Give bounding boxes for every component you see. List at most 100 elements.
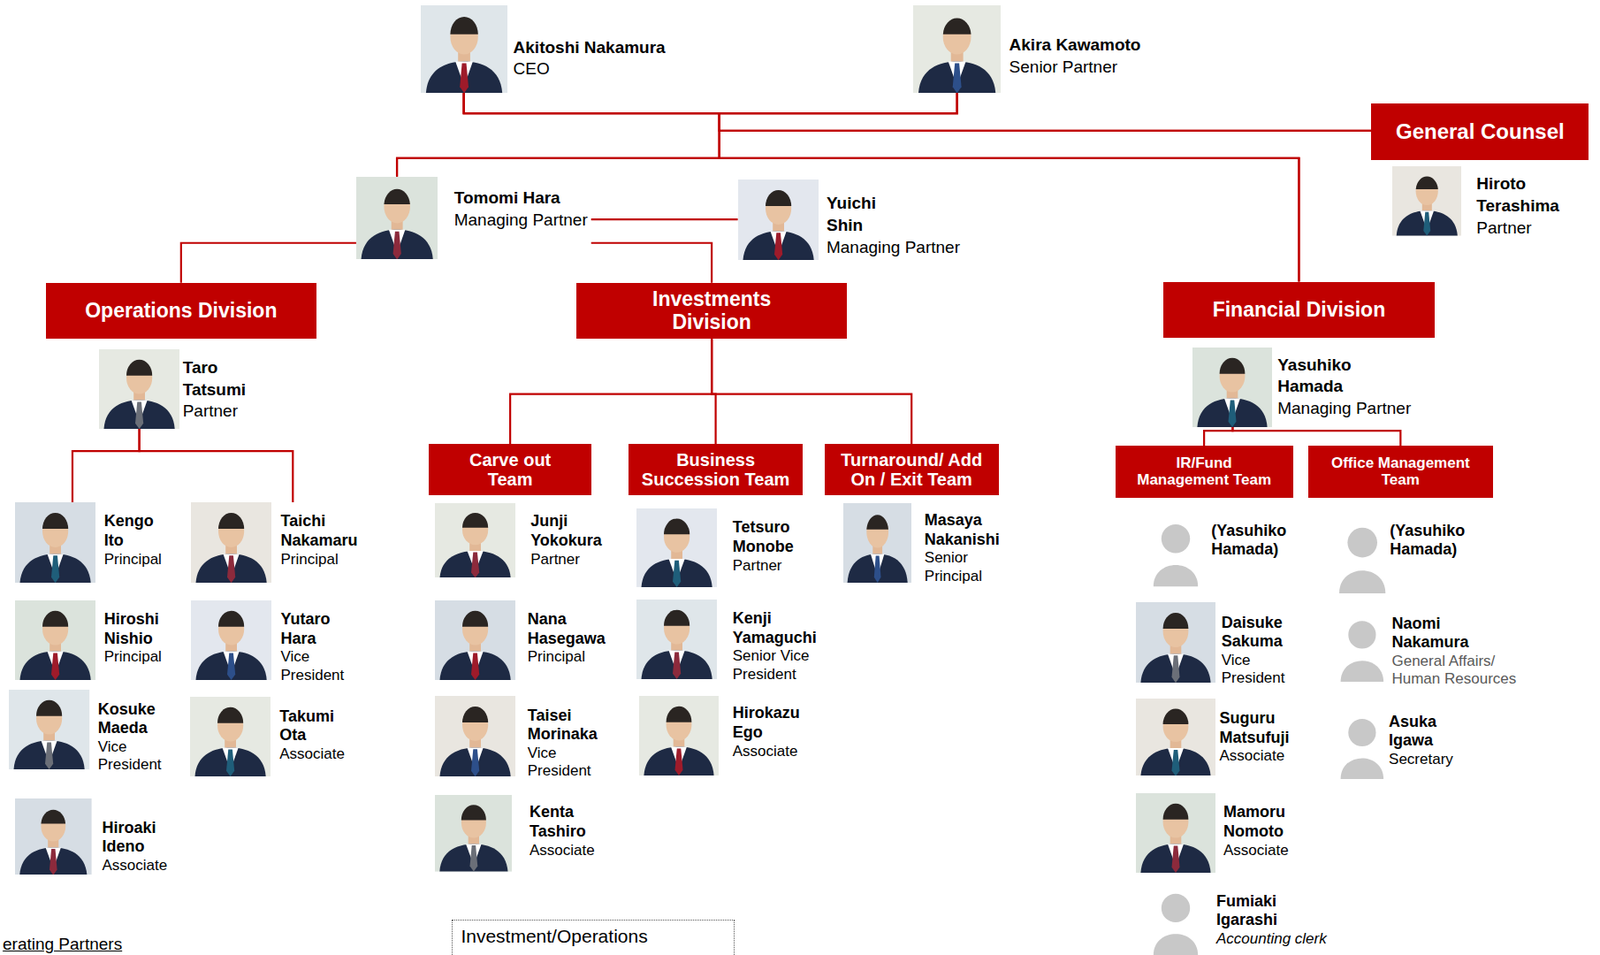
- photo-hair: [462, 512, 488, 528]
- photo-tie: [227, 652, 236, 680]
- portrait-photo: [190, 696, 271, 777]
- photo-tie: [392, 230, 401, 260]
- photo-hair: [462, 609, 488, 626]
- person-title: Vice President: [1221, 651, 1286, 688]
- person-title: Principal: [104, 647, 162, 666]
- person-name: Taisei Morinaka: [527, 706, 598, 745]
- person-card: Hiroaki IdenoAssociate: [15, 798, 171, 876]
- person-card: Akitoshi NakamuraCEO: [420, 5, 670, 93]
- person-card: Yuichi ShinManaging Partner: [738, 179, 964, 260]
- photo-hair: [1415, 176, 1438, 190]
- photo-suit: [1140, 747, 1211, 777]
- person-name: (Yasuhiko Hamada): [1211, 521, 1287, 560]
- org-connector: [1203, 426, 1233, 447]
- person-title: Principal: [280, 550, 358, 569]
- photo-background: [636, 599, 717, 679]
- photo-suit: [1395, 210, 1457, 236]
- person-card: (Yasuhiko Hamada): [1334, 520, 1469, 594]
- placeholder-avatar: [1336, 712, 1388, 779]
- photo-background: [356, 176, 438, 260]
- person-card: Fumiaki IgarashiAccounting clerk: [1149, 887, 1331, 955]
- photo-tie: [873, 555, 881, 583]
- photo-tie: [1423, 212, 1431, 237]
- photo-hair: [663, 518, 690, 534]
- box-label: Turnaround/ Add On / Exit Team: [830, 449, 994, 489]
- box-label: Financial Division: [1212, 298, 1387, 321]
- person-card: Taro TatsumiPartner: [99, 349, 250, 429]
- division-box: Financial Division: [1163, 281, 1435, 339]
- section-label: erating Partners: [2, 934, 122, 954]
- person-card: Kenta TashiroAssociate: [434, 794, 599, 872]
- box-label: Operations Division: [84, 299, 277, 322]
- photo-suit: [19, 846, 87, 875]
- photo-tie: [135, 401, 144, 429]
- person-card: Nana HasegawaPrincipal: [434, 600, 610, 680]
- photo-hair: [1162, 612, 1189, 629]
- photo-tie: [674, 748, 683, 777]
- note-label: Investment/Operations: [460, 924, 726, 947]
- photo-tie: [459, 62, 469, 93]
- org-connector: [181, 243, 357, 283]
- box-label: Carve out Team: [461, 449, 559, 489]
- photo-tie: [227, 555, 236, 583]
- photo-hair: [218, 609, 244, 626]
- counsel-box: General Counsel: [1371, 103, 1589, 161]
- person-card: Daisuke SakumaVice President: [1135, 601, 1289, 688]
- photo-suit: [641, 649, 713, 679]
- team-box: Office Management Team: [1308, 445, 1494, 498]
- photo-background: [190, 600, 272, 680]
- portrait-photo: [1135, 698, 1216, 777]
- avatar-body: [1339, 570, 1386, 594]
- photo-hair: [1162, 803, 1189, 820]
- team-box: Carve out Team: [428, 443, 593, 496]
- photo-suit: [1197, 397, 1268, 427]
- person-card: Akira KawamotoSenior Partner: [913, 5, 1144, 93]
- org-connector: [396, 92, 958, 177]
- photo-background: [843, 502, 912, 583]
- photo-background: [1135, 792, 1216, 873]
- portrait-photo: [636, 599, 717, 679]
- person-card: Tetsuro MonobePartner: [636, 508, 797, 587]
- person-name: Akira Kawamoto: [1009, 34, 1142, 57]
- note-box: Investment/Operations: [451, 919, 735, 955]
- person-card: Asuka IgawaSecretary: [1336, 712, 1457, 779]
- org-connector: [1232, 426, 1401, 447]
- photo-hair: [1219, 357, 1246, 374]
- person-title: Associate: [279, 745, 345, 763]
- person-card: Kosuke MaedaVice President: [8, 689, 165, 774]
- person-name: Fumiaki Igarashi: [1216, 891, 1278, 930]
- person-name: Asuka Igawa: [1388, 712, 1437, 751]
- avatar-body: [1340, 757, 1385, 779]
- portrait-photo: [8, 689, 90, 770]
- photo-suit: [439, 650, 511, 679]
- portrait-photo: [913, 5, 1001, 93]
- person-name: Masaya Nakanishi: [924, 510, 1000, 549]
- photo-hair: [126, 358, 153, 375]
- photo-background: [8, 689, 90, 770]
- photo-suit: [439, 550, 511, 578]
- placeholder-avatar: [1149, 887, 1203, 955]
- org-connector: [711, 338, 912, 444]
- person-title: Associate: [1223, 841, 1289, 860]
- avatar-head: [1347, 526, 1378, 557]
- portrait-photo: [434, 600, 516, 680]
- person-title: Vice President: [527, 744, 592, 781]
- photo-tie: [1228, 399, 1237, 427]
- photo-suit: [1140, 843, 1211, 872]
- person-title: Partner: [530, 550, 602, 569]
- placeholder-avatar: [1334, 520, 1390, 594]
- photo-suit: [439, 747, 511, 778]
- photo-tie: [45, 742, 54, 770]
- person-name: Junji Yokokura: [530, 511, 602, 550]
- team-box: Business Succession Team: [628, 443, 803, 496]
- photo-tie: [672, 651, 681, 679]
- person-title: Vice President: [98, 738, 162, 775]
- person-name: Hiroaki Ideno: [101, 818, 156, 857]
- avatar-body: [1153, 933, 1198, 955]
- photo-suit: [918, 60, 996, 93]
- photo-background: [15, 600, 96, 680]
- placeholder-avatar: [1336, 614, 1388, 682]
- portrait-photo: [843, 502, 912, 583]
- placeholder-avatar: [1149, 518, 1203, 587]
- box-label: Investments Division: [636, 288, 787, 334]
